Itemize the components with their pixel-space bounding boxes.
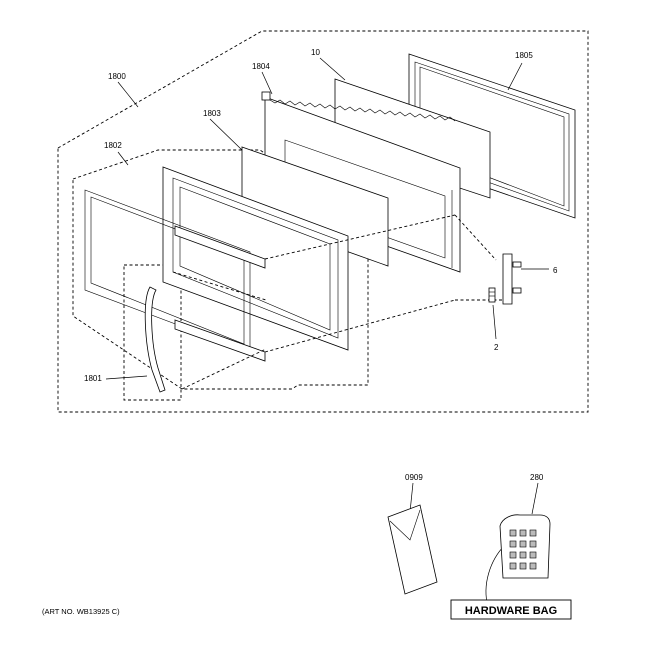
hardware-bag-label: HARDWARE BAG xyxy=(465,605,557,617)
part-280-hardware-bag xyxy=(499,514,551,579)
callout-2: 2 xyxy=(494,343,499,352)
callout-1803: 1803 xyxy=(203,109,221,118)
hardware-screws xyxy=(509,529,537,570)
assembly-outline-1802 xyxy=(72,149,369,390)
assembly-guide-lines xyxy=(172,214,505,390)
callout-1805: 1805 xyxy=(515,51,533,60)
callout-10: 10 xyxy=(311,48,320,57)
part-6-latch xyxy=(502,253,522,305)
door-trim-strip-top xyxy=(174,225,266,269)
part-1803-choke xyxy=(241,146,389,267)
art-number: (ART NO. WB13925 C) xyxy=(42,607,120,616)
callout-280: 280 xyxy=(530,473,544,482)
callout-1802: 1802 xyxy=(104,141,122,150)
part-0909-envelope xyxy=(387,504,438,595)
hardware-bag-label-box xyxy=(450,599,572,620)
callout-1804: 1804 xyxy=(252,62,270,71)
assembly-outline-1801 xyxy=(123,264,182,401)
callout-0909: 0909 xyxy=(405,473,423,482)
callout-1800: 1800 xyxy=(108,72,126,81)
door-trim-strip-bottom xyxy=(174,319,266,362)
callout-1801: 1801 xyxy=(84,374,102,383)
part-2-spring xyxy=(488,287,496,303)
callout-6: 6 xyxy=(553,266,558,275)
part-1801-lever xyxy=(144,286,166,393)
